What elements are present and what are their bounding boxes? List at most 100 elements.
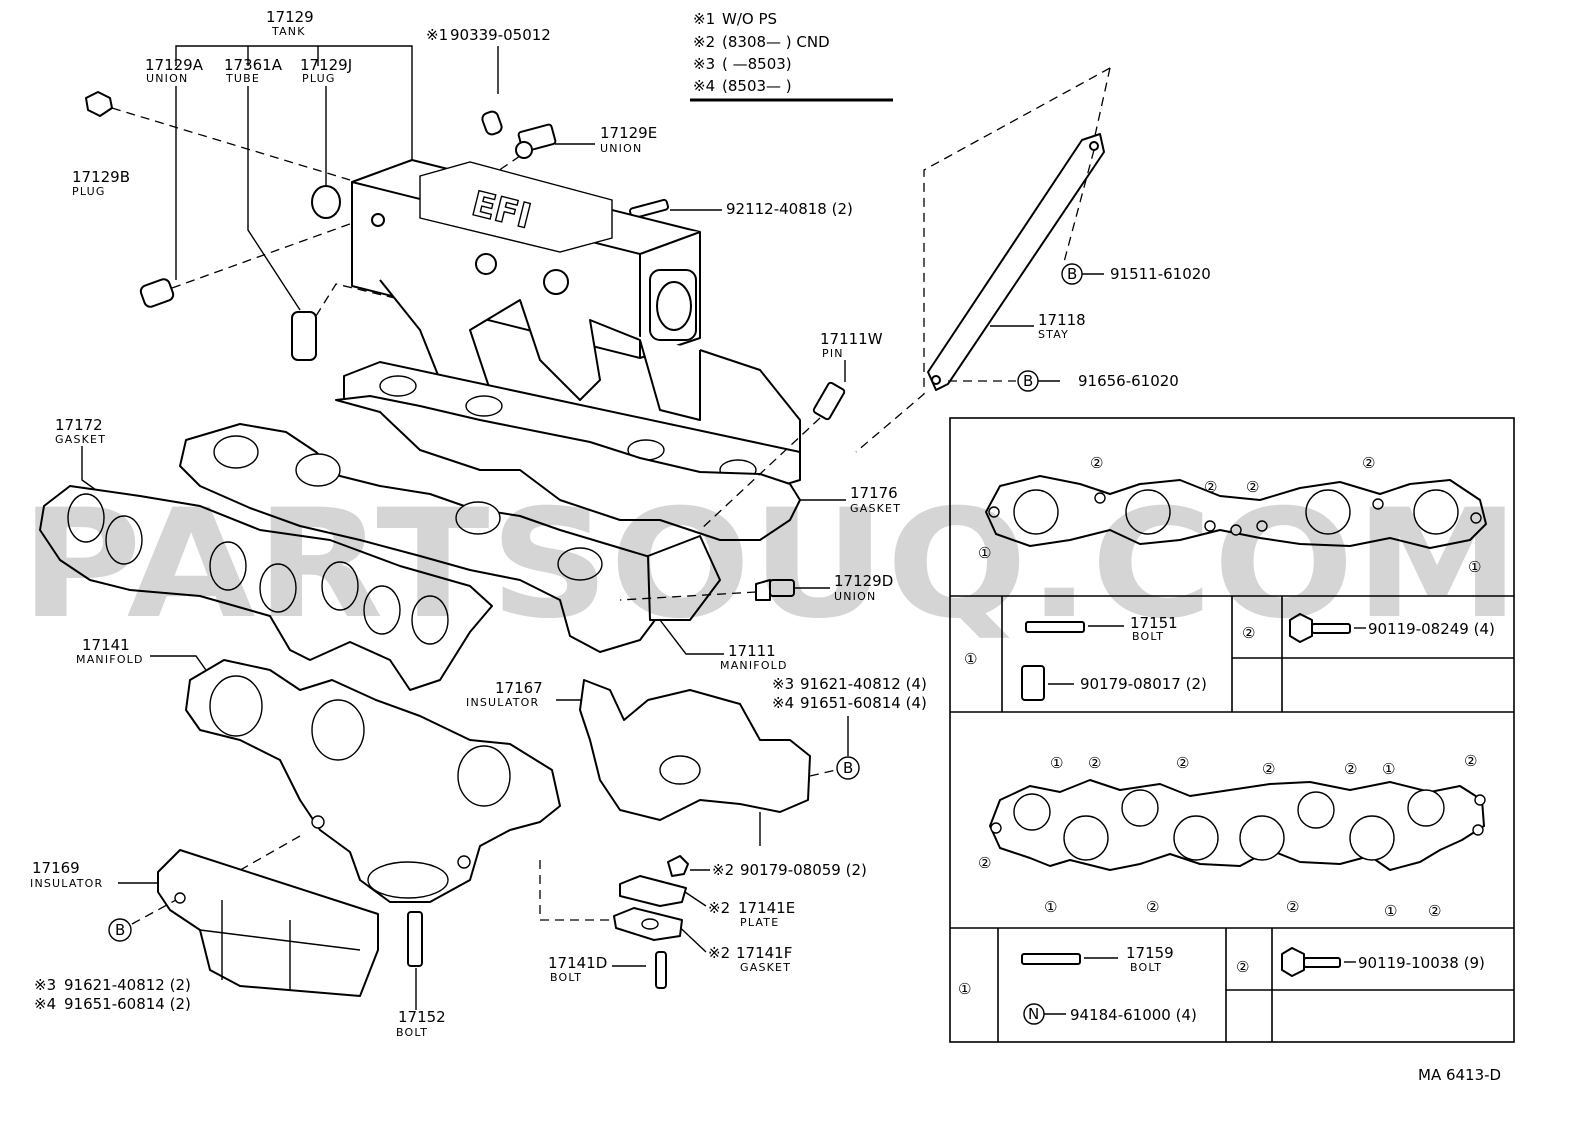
bolt-90119-10038-shank-icon: [1303, 957, 1341, 968]
note-2-mark: ※2: [693, 33, 715, 51]
circle-b-insulator: B: [843, 759, 853, 777]
lower-row-label: ①: [958, 980, 971, 998]
lower-gasket-top-0: ①: [1050, 754, 1063, 772]
bolt-90119-08249-shank-icon: [1311, 623, 1351, 634]
note-3-mark: ※3: [693, 55, 715, 73]
plug-17129b-drawing: [85, 91, 351, 181]
plate-17141e-mark: ※2: [708, 899, 730, 917]
union-17129a-number: 17129A: [145, 56, 204, 74]
tube-17361a-drawing: [291, 283, 471, 361]
lower-gasket-bottom-2: ②: [1286, 898, 1299, 916]
plate-assembly-drawing: [613, 855, 689, 989]
washer-90179-icon: [1021, 665, 1045, 701]
manifold-17111-drawing: [179, 395, 801, 653]
nut-91621-4-number: 91621-40812 (4): [800, 675, 927, 693]
diagram-code: MA 6413-D: [1418, 1066, 1501, 1084]
bolt-17159-icon: [1021, 953, 1081, 965]
lower-gasket-bottom-3: ①: [1384, 902, 1397, 920]
upper-gasket-label-2: ②: [1204, 478, 1217, 496]
stud-92112-number: 92112-40818 (2): [726, 200, 853, 218]
lower-gasket-top-2: ②: [1176, 754, 1189, 772]
nut-94184-circle: N: [1028, 1005, 1039, 1023]
lower-gasket-top-5: ①: [1382, 760, 1395, 778]
stud-17152-drawing: [407, 911, 423, 967]
watermark-text: PARTSOUQ.COM: [20, 478, 1520, 652]
insulator-17167-name: INSULATOR: [466, 696, 539, 709]
bolt-91656-number: 91656-61020: [1078, 372, 1179, 390]
notes-block: ※1 W/O PS ※2 (8308— ) CND ※3 ( —8503) ※4…: [690, 10, 893, 102]
note-3-text: ( —8503): [722, 55, 792, 73]
note-2-text: (8308— ) CND: [722, 33, 830, 51]
washer-90179-number: 90179-08017 (2): [1080, 675, 1207, 693]
nut-90179-mark: ※2: [712, 861, 734, 879]
union-17129e-number: 17129E: [600, 124, 657, 142]
tank-17129-drawing: EFI: [351, 159, 801, 471]
bolt-90339-number: 90339-05012: [450, 26, 551, 44]
gasket-17172-name: GASKET: [55, 433, 106, 446]
union-17129d-number: 17129D: [834, 572, 893, 590]
nut-91651-4-mark: ※4: [772, 694, 794, 712]
gasket-17172-drawing: [39, 485, 493, 691]
plug-17129j-name: PLUG: [302, 72, 336, 85]
union-17129a-name: UNION: [146, 72, 188, 85]
nut-91651-4-number: 91651-60814 (4): [800, 694, 927, 712]
manifold-17111-number: 17111: [728, 642, 776, 660]
stay-17118-name: STAY: [1038, 328, 1069, 341]
bolt-90119-08249-head-icon: [1289, 613, 1313, 643]
lower-b-callout: B: [108, 918, 132, 942]
plate-17141e-number: 17141E: [738, 899, 795, 917]
gasket-17141f-number: 17141F: [736, 944, 792, 962]
stud-17152-name: BOLT: [396, 1026, 428, 1039]
bolt-90339-mark: ※1: [426, 26, 448, 44]
manifold-17141-drawing: [169, 659, 640, 921]
lower-gasket-left: ②: [978, 854, 991, 872]
bolt-17159-number: 17159: [1126, 944, 1174, 962]
manifold-17141-name: MANIFOLD: [76, 653, 144, 666]
tank-name: TANK: [271, 25, 306, 38]
note-1-text: W/O PS: [722, 10, 777, 28]
nut-91651-2-number: 91651-60814 (2): [64, 995, 191, 1013]
lower-gasket-top-1: ②: [1088, 754, 1101, 772]
note-4-mark: ※4: [693, 77, 715, 95]
bolt-90119-10038-number: 90119-10038 (9): [1358, 954, 1485, 972]
nut-94184-number: 94184-61000 (4): [1070, 1006, 1197, 1024]
union-17129e-name: UNION: [600, 142, 642, 155]
lower-gasket-bottom-1: ②: [1146, 898, 1159, 916]
lower-gasket-bottom-4: ②: [1428, 902, 1441, 920]
nut-91621-4-mark: ※3: [772, 675, 794, 693]
legend-box: ② ② ② ② ① ① ① 17151 BOLT 90179-08017 (2)…: [949, 417, 1515, 1043]
gasket-17141f-name: GASKET: [740, 961, 791, 974]
stay-17118-number: 17118: [1038, 311, 1086, 329]
bolt-17151-name: BOLT: [1132, 630, 1164, 643]
bolt-17141d-name: BOLT: [550, 971, 582, 984]
lower-gasket-top-6: ②: [1464, 752, 1477, 770]
tank-number: 17129: [266, 8, 314, 26]
pin-dash-line: [699, 417, 821, 531]
insulator-17169-name: INSULATOR: [30, 877, 103, 890]
plug-17129b-number: 17129B: [72, 168, 130, 186]
union-17129d-drawing: [619, 579, 795, 601]
bolt-90119-10038-head-icon: [1281, 947, 1305, 977]
circle-b-91511: B: [1067, 265, 1077, 283]
nut-91621-2-number: 91621-40812 (2): [64, 976, 191, 994]
circle-b-91656: B: [1023, 372, 1033, 390]
bolt-17141d-number: 17141D: [548, 954, 607, 972]
union-17129d-name: UNION: [834, 590, 876, 603]
note-4-text: (8503— ): [722, 77, 792, 95]
stay-17118-drawing: [855, 67, 1111, 453]
lower-gasket-bottom-0: ①: [1044, 898, 1057, 916]
lower-gasket-top-3: ②: [1262, 760, 1275, 778]
bolt-17159-name: BOLT: [1130, 961, 1162, 974]
legend-frame: [949, 417, 1515, 1043]
pin-17111w-number: 17111W: [820, 330, 883, 348]
manifold-17111-name: MANIFOLD: [720, 659, 788, 672]
pin-17111w-name: PIN: [822, 347, 844, 360]
manifold-17141-number: 17141: [82, 636, 130, 654]
stud-17152-number: 17152: [398, 1008, 446, 1026]
lower-right-label: ②: [1236, 958, 1249, 976]
upper-gasket-label-5: ①: [1468, 558, 1481, 576]
pin-17111w-drawing: [812, 381, 846, 421]
tank-callout: 17129 TANK 17129A UNION 17361A TUBE 1712…: [145, 8, 413, 311]
circle-b-lower: B: [115, 921, 125, 939]
